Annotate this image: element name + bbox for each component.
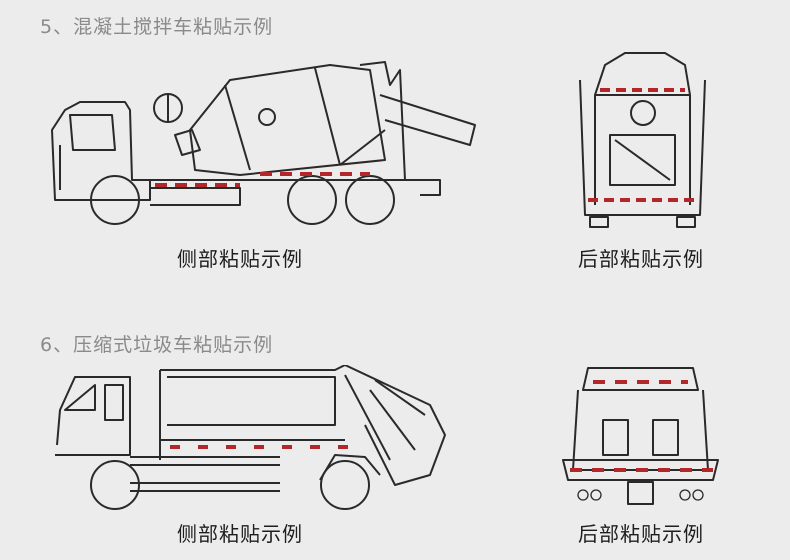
garbage-truck-side-diagram: [55, 365, 446, 510]
mixer-rear-caption: 后部粘贴示例: [578, 247, 704, 271]
section-5-heading: 5、混凝土搅拌车粘贴示例: [40, 16, 274, 38]
mixer-side-caption: 侧部粘贴示例: [177, 247, 303, 271]
mixer-truck-rear-diagram: [579, 52, 706, 228]
garbage-rear-caption: 后部粘贴示例: [578, 522, 704, 546]
garbage-truck-rear-diagram: [562, 367, 719, 505]
section-6-heading: 6、压缩式垃圾车粘贴示例: [40, 334, 274, 356]
garbage-side-caption: 侧部粘贴示例: [177, 522, 303, 546]
mixer-truck-side-diagram: [51, 61, 476, 225]
